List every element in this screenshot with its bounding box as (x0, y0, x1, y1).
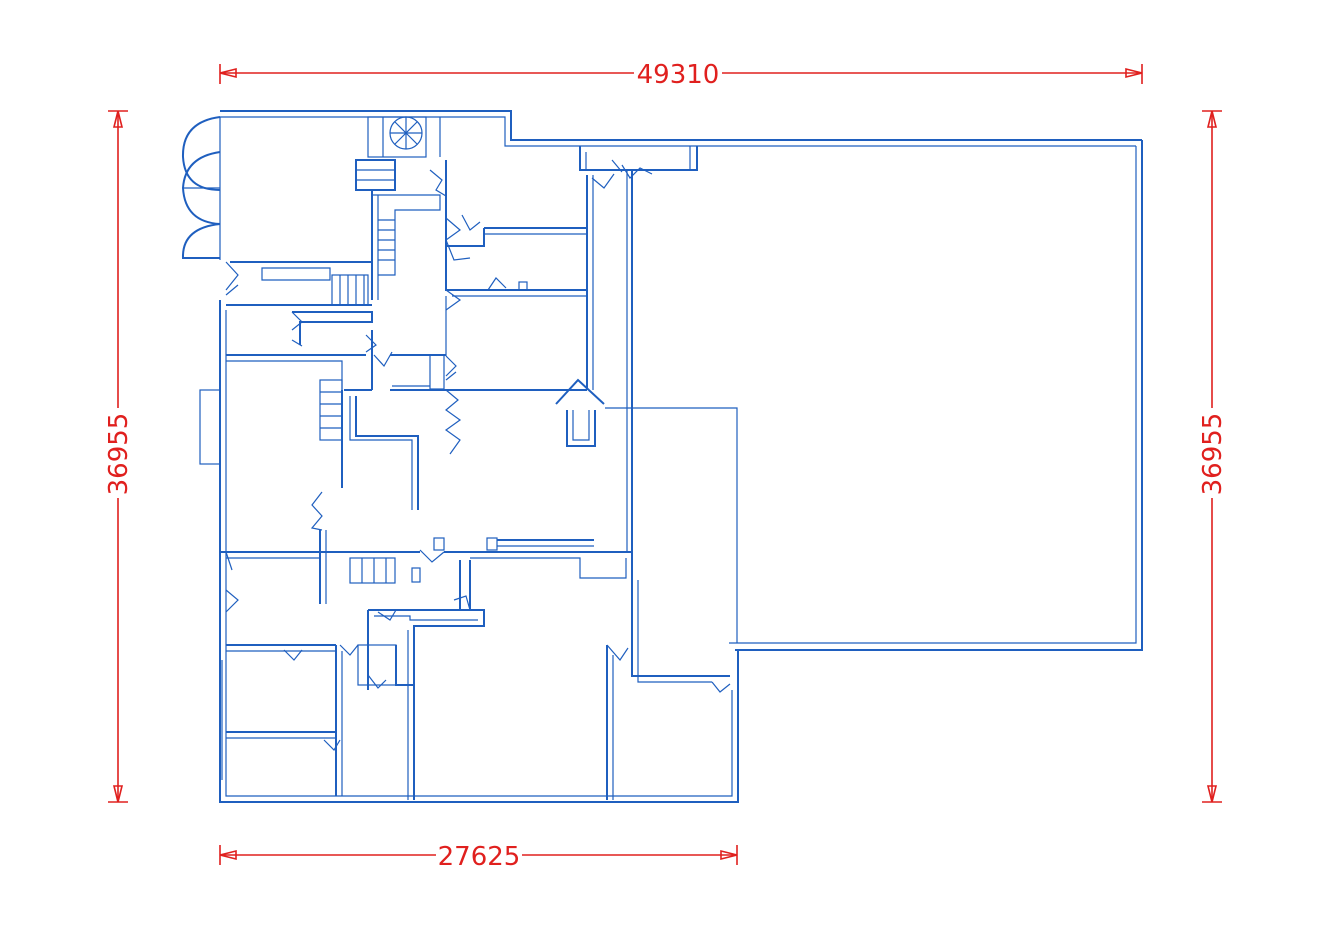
dimension-bottom: 27625 (219, 842, 738, 872)
dimension-bottom-label: 27625 (438, 842, 521, 872)
dimension-right-label: 36955 (1198, 413, 1228, 496)
spiral-stair (367, 116, 441, 158)
dimension-left-label: 36955 (104, 413, 134, 496)
curved-glazing (181, 116, 221, 260)
doors (225, 159, 731, 751)
dimension-top: 49310 (219, 60, 1143, 90)
dimension-top-label: 49310 (637, 60, 720, 90)
interior-walls (220, 146, 738, 800)
dimension-left: 36955 (104, 110, 134, 803)
dimension-right: 36955 (1198, 110, 1228, 803)
